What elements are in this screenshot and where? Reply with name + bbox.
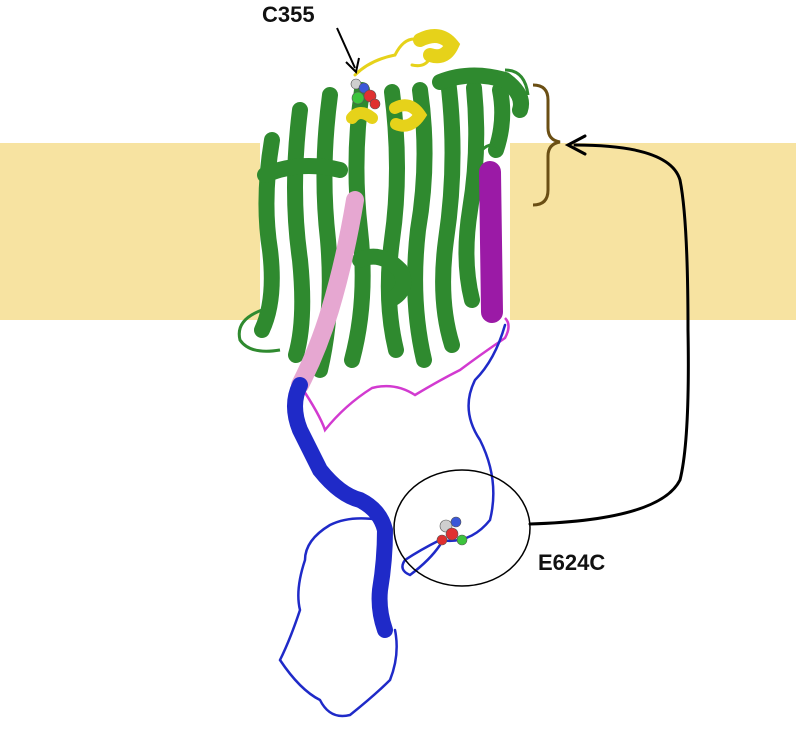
atom: [456, 534, 468, 546]
atom: [445, 527, 459, 541]
transmembrane-helix-bundle: [254, 67, 529, 378]
residue-top-atoms-icon: [350, 78, 381, 110]
cytoplasmic-tail: [278, 323, 507, 718]
label-e624c: E624C: [538, 550, 605, 575]
membrane-left: [0, 143, 260, 320]
connector-arrow: [528, 134, 690, 526]
magenta-loop: [298, 317, 510, 433]
highlight-circle: [393, 469, 531, 587]
extracellular-segment: [346, 29, 461, 132]
membrane: [0, 143, 796, 320]
atom: [436, 534, 448, 546]
membrane-right: [510, 143, 796, 320]
atom: [450, 516, 462, 528]
pink-helix: [291, 191, 364, 394]
atom: [363, 89, 377, 103]
protein-structure: [237, 29, 530, 718]
green-loops: [237, 68, 530, 353]
curly-bracket: [532, 83, 561, 207]
atom: [358, 82, 370, 94]
atom: [369, 98, 381, 110]
magenta-helix: [479, 161, 503, 323]
pointer-arrow: [336, 27, 360, 75]
residue-bottom-atoms-icon: [436, 516, 468, 546]
label-c355: C355: [262, 2, 315, 27]
atom: [351, 91, 365, 105]
